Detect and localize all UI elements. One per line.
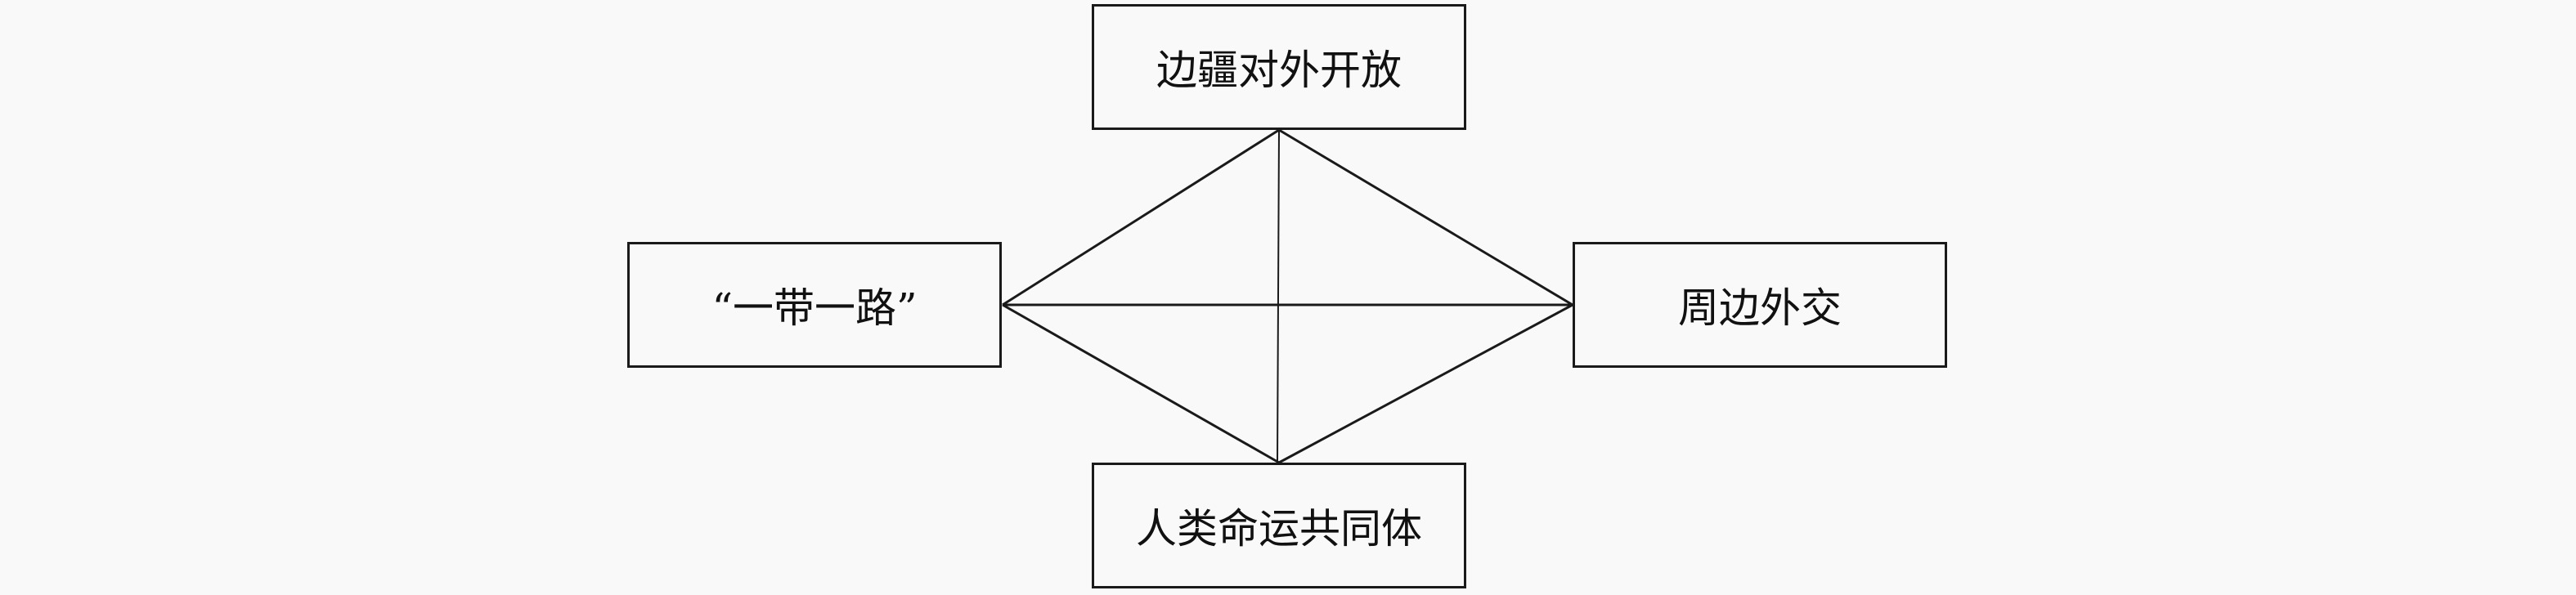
- node-neighborhood-diplomacy: 周边外交: [1573, 242, 1947, 368]
- node-border-opening: 边疆对外开放: [1092, 4, 1466, 130]
- edge-top-right: [1278, 128, 1573, 306]
- node-label: 人类命运共同体: [1136, 505, 1422, 552]
- edge-top-left: [1002, 128, 1280, 306]
- node-label: “一带一路”: [711, 284, 918, 332]
- node-label: 边疆对外开放: [1156, 47, 1402, 94]
- node-belt-and-road: “一带一路”: [627, 242, 1002, 368]
- node-label: 周边外交: [1678, 284, 1842, 332]
- edge-top-bottom: [1277, 129, 1280, 463]
- node-shared-future: 人类命运共同体: [1092, 463, 1466, 588]
- edge-right-bottom: [1278, 303, 1573, 464]
- edge-left-bottom: [1002, 303, 1280, 464]
